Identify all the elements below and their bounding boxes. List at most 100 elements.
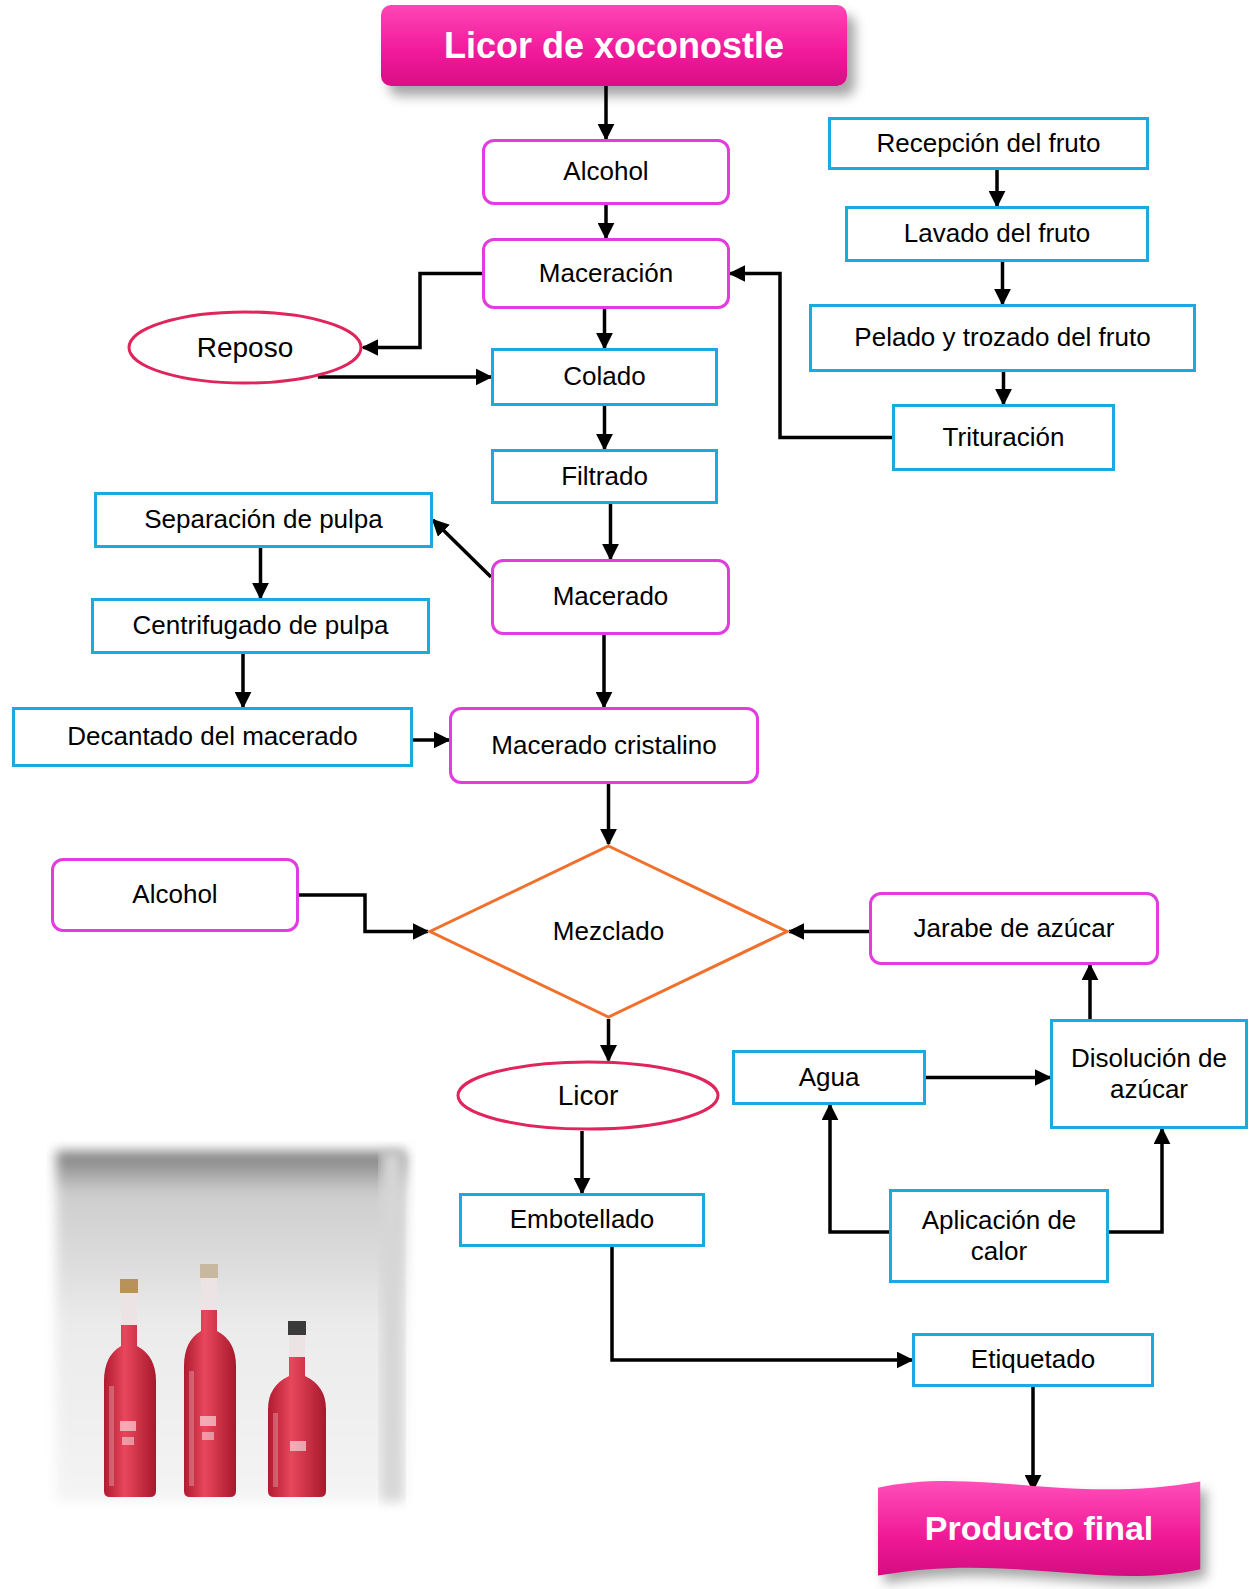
bottles-photo <box>46 1141 416 1511</box>
label-group: Macerado cristalino <box>491 730 716 761</box>
bottle <box>184 1264 236 1497</box>
flow-arrow <box>926 1076 1050 1080</box>
bottle <box>104 1279 156 1497</box>
flow-arrow <box>433 520 491 577</box>
shape-outline <box>878 1481 1200 1576</box>
flow-arrow <box>580 1131 584 1193</box>
node-label: Alcohol <box>563 156 648 187</box>
state-ellipse: Reposo <box>127 310 363 385</box>
label-group: Agua <box>799 1062 860 1093</box>
label-group: Embotellado <box>510 1204 655 1235</box>
flow-arrow <box>995 170 999 206</box>
bottle <box>268 1321 326 1497</box>
flow-arrow <box>612 1247 912 1360</box>
photo-ground <box>56 1151 406 1501</box>
node-label: Alcohol <box>132 879 217 910</box>
flow-arrow <box>299 895 428 932</box>
label-group: Decantado del macerado <box>67 721 358 752</box>
label-group: Alcohol <box>563 156 648 187</box>
process-box: Colado <box>491 348 718 406</box>
process-box: Etiquetado <box>912 1333 1154 1387</box>
process-box: Centrifugado de pulpa <box>91 598 430 654</box>
node-label: Agua <box>799 1062 860 1093</box>
node-label: Trituración <box>943 422 1065 453</box>
node-label: Filtrado <box>561 461 648 492</box>
flow-arrow <box>604 86 608 139</box>
flow-arrow <box>259 548 263 598</box>
material-box: Alcohol <box>51 858 299 932</box>
flow-arrow <box>1001 262 1005 304</box>
flow-arrow <box>607 784 611 844</box>
label-group: Lavado del fruto <box>904 218 1090 249</box>
label-group: Reposo <box>197 331 294 365</box>
node-label: Colado <box>563 361 645 392</box>
process-box: Filtrado <box>491 449 718 504</box>
label-group: Filtrado <box>561 461 648 492</box>
label-group: Pelado y trozado del fruto <box>854 322 1150 353</box>
label-group: Licor <box>558 1079 619 1113</box>
process-box: Decantado del macerado <box>12 707 413 767</box>
material-box: Macerado cristalino <box>449 707 759 784</box>
label-group: Licor de xoconostle <box>444 24 784 67</box>
label-group: Separación de pulpa <box>144 504 383 535</box>
node-label: Aplicación de calor <box>898 1205 1100 1267</box>
flow-arrow <box>1088 965 1092 1019</box>
node-label: Separación de pulpa <box>144 504 383 535</box>
flow-arrow <box>318 375 491 379</box>
flow-arrow <box>1031 1387 1035 1490</box>
process-box: Disolución de azúcar <box>1050 1019 1248 1129</box>
flow-arrow <box>603 309 607 348</box>
node-label: Embotellado <box>510 1204 655 1235</box>
process-box: Pelado y trozado del fruto <box>809 304 1196 372</box>
label-group: Disolución de azúcar <box>1059 1043 1239 1105</box>
label-group: Alcohol <box>132 879 217 910</box>
material-box: Jarabe de azúcar <box>869 892 1159 965</box>
shape-outline <box>430 846 787 1017</box>
node-label: Decantado del macerado <box>67 721 358 752</box>
flow-arrow <box>1109 1129 1162 1232</box>
label-group: Macerado <box>553 581 669 612</box>
title-banner: Licor de xoconostle <box>381 5 847 86</box>
label-group: Recepción del fruto <box>876 128 1100 159</box>
label-group: Centrifugado de pulpa <box>133 610 389 641</box>
decision-diamond: Mezclado <box>428 844 789 1019</box>
process-box: Embotellado <box>459 1193 705 1247</box>
process-box: Trituración <box>892 404 1115 471</box>
shape-outline <box>129 312 361 383</box>
title-text: Licor de xoconostle <box>444 24 784 67</box>
photo-wall <box>381 1151 403 1501</box>
label-group: Producto final <box>925 1508 1154 1549</box>
flow-arrow <box>363 274 482 348</box>
label-group: Etiquetado <box>971 1344 1095 1375</box>
node-label: Macerado <box>553 581 669 612</box>
flow-arrow <box>602 635 606 707</box>
flow-arrow <box>830 1105 889 1232</box>
node-label: Disolución de azúcar <box>1059 1043 1239 1105</box>
flow-arrow <box>607 1019 611 1060</box>
label-group: Mezclado <box>553 916 664 947</box>
node-label: Etiquetado <box>971 1344 1095 1375</box>
flow-arrow <box>604 205 608 238</box>
process-box: Aplicación de calor <box>889 1189 1109 1283</box>
process-box: Recepción del fruto <box>828 117 1149 170</box>
flow-arrow <box>1002 372 1006 404</box>
material-box: Alcohol <box>482 139 730 205</box>
node-label: Producto final <box>925 1508 1154 1549</box>
end-banner: Producto final <box>878 1475 1200 1582</box>
process-box: Agua <box>732 1050 926 1105</box>
node-label: Pelado y trozado del fruto <box>854 322 1150 353</box>
flow-arrow <box>609 504 613 559</box>
node-label: Jarabe de azúcar <box>914 913 1115 944</box>
material-box: Maceración <box>482 238 730 309</box>
node-label: Lavado del fruto <box>904 218 1090 249</box>
flow-arrow <box>789 930 869 934</box>
node-label: Centrifugado de pulpa <box>133 610 389 641</box>
label-group: Trituración <box>943 422 1065 453</box>
label-group: Maceración <box>539 258 673 289</box>
node-label: Mezclado <box>553 916 664 947</box>
node-label: Reposo <box>197 331 294 365</box>
label-group: Jarabe de azúcar <box>914 913 1115 944</box>
node-label: Recepción del fruto <box>876 128 1100 159</box>
flow-arrow <box>603 406 607 449</box>
